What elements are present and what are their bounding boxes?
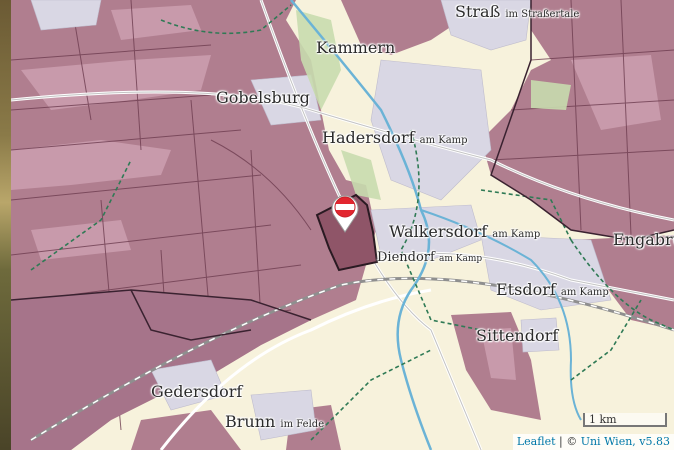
place-diendorf: Diendorf am Kamp	[377, 250, 483, 265]
place-gobelsburg: Gobelsburg	[216, 88, 310, 107]
austrian-flag-pin-icon[interactable]	[329, 191, 361, 233]
place-gedersdorf: Gedersdorf	[151, 382, 243, 401]
leaflet-link[interactable]: Leaflet	[516, 435, 556, 448]
place-hadersdorf: Hadersdorf am Kamp	[322, 128, 468, 147]
place-engabrunn: Engabru	[613, 230, 674, 249]
vineyard-region-northeast	[341, 0, 461, 55]
place-kammern: Kammern	[316, 38, 396, 57]
place-walkersdorf: Walkersdorf am Kamp	[389, 222, 541, 241]
attribution-separator: | ©	[555, 435, 581, 448]
place-strass: Straß im Straßertale	[455, 2, 580, 21]
attribution: Leaflet | © Uni Wien, v5.83	[512, 434, 674, 450]
source-link[interactable]: Uni Wien, v5.83	[580, 435, 670, 448]
map-tiles	[11, 0, 674, 450]
vineyard-map[interactable]: Straß im Straßertale Kammern Gobelsburg …	[11, 0, 674, 450]
selected-parcel	[315, 193, 379, 272]
place-sittendorf: Sittendorf	[476, 326, 559, 345]
photo-edge	[0, 0, 11, 450]
scale-bar: 1 km	[583, 413, 667, 427]
place-etsdorf: Etsdorf am Kamp	[496, 280, 609, 299]
place-brunn: Brunn im Felde	[225, 412, 325, 431]
